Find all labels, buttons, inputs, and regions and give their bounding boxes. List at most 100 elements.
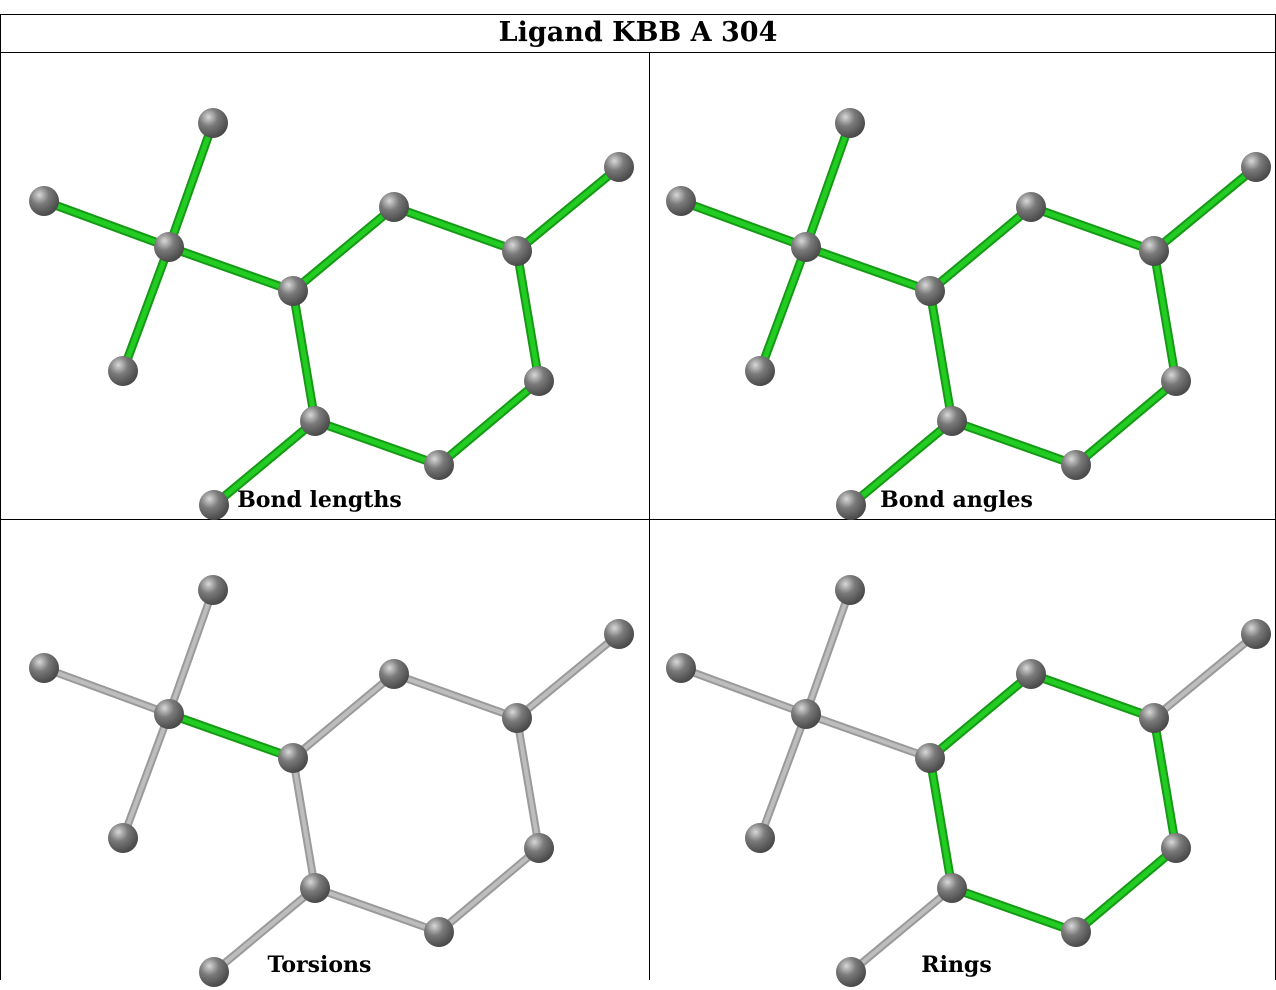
bond-highlighted (846, 416, 957, 510)
atom (836, 490, 866, 520)
bond-highlighted (1071, 376, 1181, 470)
atom (198, 575, 228, 605)
bond-highlighted (1026, 669, 1159, 723)
atom (108, 823, 138, 853)
bond (435, 844, 543, 936)
border-top (0, 14, 1276, 15)
bond (847, 884, 956, 976)
bond-highlighted (1071, 843, 1181, 937)
bond-highlighted (1149, 162, 1261, 256)
bond-highlighted (925, 753, 957, 893)
bond (165, 586, 217, 718)
bond-highlighted (164, 709, 298, 763)
panel-rings: Rings (638, 520, 1275, 990)
panel-caption: Bond lengths (237, 487, 402, 513)
atom (745, 823, 775, 853)
atom (666, 653, 696, 683)
bond-highlighted (1149, 246, 1181, 386)
atom (1139, 703, 1169, 733)
atom (1016, 192, 1046, 222)
bond-highlighted (755, 242, 811, 376)
atom (1161, 833, 1191, 863)
bond-highlighted (389, 202, 522, 256)
bond-highlighted (801, 242, 935, 296)
bond-highlighted (925, 202, 1036, 296)
bond-highlighted (434, 376, 544, 470)
atom (154, 232, 184, 262)
bond-highlighted (947, 883, 1081, 937)
atom (1061, 450, 1091, 480)
molecule-diagram (29, 108, 634, 520)
divider-middle (0, 519, 1276, 520)
atom (154, 699, 184, 729)
panel-bond-lengths: Bond lengths (1, 53, 638, 523)
bond-highlighted (118, 242, 174, 376)
bond-highlighted (676, 196, 811, 252)
bond-highlighted (288, 202, 399, 296)
atom (1161, 366, 1191, 396)
panel-torsions: Torsions (1, 520, 638, 990)
bond (513, 630, 623, 722)
atom (278, 743, 308, 773)
atom (300, 873, 330, 903)
atom (791, 699, 821, 729)
atom (937, 406, 967, 436)
bond-highlighted (39, 196, 174, 252)
bond-highlighted (164, 118, 218, 252)
atom (502, 236, 532, 266)
atom (379, 659, 409, 689)
bond-highlighted (1026, 202, 1159, 256)
atom (791, 232, 821, 262)
atom (604, 152, 634, 182)
atom (1016, 659, 1046, 689)
atom (198, 108, 228, 138)
bond-highlighted (925, 286, 957, 426)
atom (502, 703, 532, 733)
border-left (0, 14, 1, 980)
bond-highlighted (512, 246, 544, 386)
molecule-diagram (29, 575, 634, 987)
bond (390, 670, 521, 722)
panel-bond-angles: Bond angles (638, 53, 1275, 523)
atom (300, 406, 330, 436)
bond-highlighted (925, 669, 1036, 763)
bond (119, 710, 173, 842)
atom (1061, 917, 1091, 947)
bond (677, 664, 810, 718)
atom (424, 450, 454, 480)
bond (40, 664, 173, 718)
bond (1150, 630, 1260, 722)
panel-caption: Bond angles (880, 487, 1033, 513)
atom (915, 276, 945, 306)
bond-highlighted (1149, 713, 1181, 853)
atom (666, 186, 696, 216)
atom (1241, 619, 1271, 649)
atom (108, 356, 138, 386)
bond-highlighted (310, 416, 444, 470)
atom (29, 186, 59, 216)
atom (379, 192, 409, 222)
atom (524, 366, 554, 396)
atom (915, 743, 945, 773)
divider-center (649, 52, 650, 980)
atom (937, 873, 967, 903)
atom (604, 619, 634, 649)
atom (29, 653, 59, 683)
bond (289, 754, 319, 892)
atom (745, 356, 775, 386)
atom (1139, 236, 1169, 266)
atom (1241, 152, 1271, 182)
bond (756, 710, 810, 842)
molecule-diagram (666, 575, 1271, 987)
bond-highlighted (164, 242, 298, 296)
bond-highlighted (801, 118, 855, 252)
bond (311, 884, 443, 936)
atom (199, 490, 229, 520)
atom (278, 276, 308, 306)
border-under-title (0, 52, 1276, 53)
bond (802, 710, 934, 762)
molecule-diagram (666, 108, 1271, 520)
figure-title: Ligand KBB A 304 (498, 17, 778, 48)
bond-highlighted (947, 416, 1081, 470)
